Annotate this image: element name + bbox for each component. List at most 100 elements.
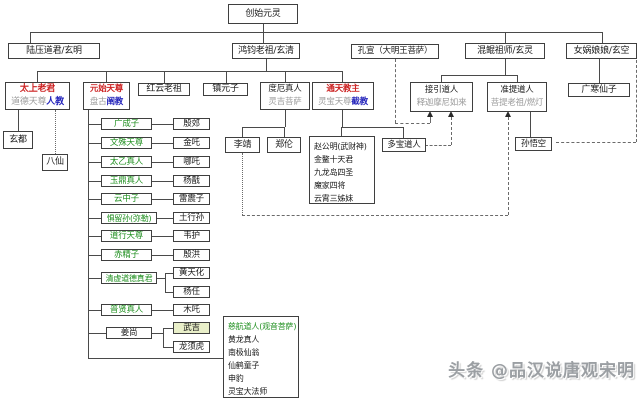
node-label: 多宝道人 <box>387 139 421 150</box>
node-tuxingsun: 土行孙 <box>173 212 210 224</box>
node-yunzhongzi: 云中子 <box>101 193 152 205</box>
connector-line <box>88 255 101 256</box>
node-label: 姜尚 <box>120 327 138 338</box>
connector-line <box>226 71 227 83</box>
connector-line <box>441 75 517 76</box>
node-label: 人教 <box>46 97 64 107</box>
connector-line <box>152 236 173 237</box>
connector-line <box>530 112 531 137</box>
node-guangchengzi: 广成子 <box>101 118 152 130</box>
node-label: 陆压道君/玄明 <box>26 45 82 56</box>
connector-line <box>430 117 431 123</box>
node-label: 太上老君 <box>19 84 56 94</box>
node-origin: 创始元灵 <box>228 4 298 24</box>
node-zhenglun: 郑伦 <box>267 137 301 153</box>
connector-line <box>263 24 264 43</box>
connector-line <box>451 117 452 145</box>
node-taishanglaojun: 太上老君道德天尊人教 <box>5 82 70 110</box>
connector-line <box>163 328 173 329</box>
node-zhenyuanzi: 镇元子 <box>203 83 248 96</box>
connector-line <box>165 273 166 292</box>
watermark-text: 头条 @品汉说唐观宋明 <box>448 361 635 381</box>
node-label: 魔家四将 <box>314 181 346 190</box>
node-label: 盘古 <box>89 97 107 107</box>
connector-line <box>88 143 101 144</box>
connector-line <box>395 59 396 123</box>
connector-line <box>242 215 508 216</box>
node-puxianzhenren: 普贤真人 <box>101 304 152 316</box>
connector-line <box>55 110 56 154</box>
node-label: 黄龙真人 <box>228 335 260 344</box>
connector-line <box>599 58 600 83</box>
arrow-up-icon <box>505 111 511 117</box>
node-duobaodaoren: 多宝道人 <box>382 138 426 152</box>
connector-line <box>266 58 267 71</box>
node-jinzha: 金吒 <box>173 137 210 149</box>
node-hunkun: 混鲲祖师/玄灵 <box>465 43 545 59</box>
node-label: 普贤真人 <box>109 304 144 315</box>
node-muzha: 木吒 <box>173 304 210 316</box>
node-yangren: 杨任 <box>173 286 210 298</box>
connector-line <box>164 71 165 83</box>
node-label: 女娲娘娘/玄空 <box>573 45 630 56</box>
node-label: 慈航道人(观音菩萨) <box>228 322 297 331</box>
node-label: 武吉 <box>183 322 200 333</box>
connector-line <box>88 310 101 311</box>
node-label: 雷震子 <box>179 193 204 204</box>
node-label: 仙鹤童子 <box>228 361 260 370</box>
node-label: 道行天尊 <box>109 230 144 241</box>
node-label: 韦护 <box>183 230 200 241</box>
node-label: 金吒 <box>183 137 200 148</box>
connector-line <box>152 255 173 256</box>
node-label: 道德天尊 <box>11 97 47 107</box>
connector-line <box>88 333 106 334</box>
connector-line <box>242 127 284 128</box>
node-label: 阐教 <box>106 97 124 107</box>
node-label: 文殊天尊 <box>109 137 144 148</box>
connector-line <box>37 71 38 82</box>
connector-line <box>88 181 101 182</box>
connector-line <box>88 358 223 359</box>
connector-line <box>242 153 243 215</box>
connector-line <box>30 32 31 43</box>
node-sunwukong: 孙悟空 <box>515 137 552 151</box>
arrow-up-icon <box>448 111 454 117</box>
node-jiangshang: 姜尚 <box>106 327 152 339</box>
connector-line <box>425 145 451 146</box>
node-label: 申豹 <box>228 374 244 383</box>
node-luya: 陆压道君/玄明 <box>8 43 100 59</box>
connector-line <box>395 123 430 124</box>
connector-line <box>157 278 165 279</box>
connector-line <box>341 127 342 136</box>
node-nezha: 哪吒 <box>173 156 210 168</box>
connector-line <box>37 71 342 72</box>
node-label: 截教 <box>351 97 368 107</box>
connector-line <box>88 278 101 279</box>
node-label: 杨戬 <box>183 175 200 186</box>
node-label: 九龙岛四圣 <box>314 168 353 177</box>
connector-line <box>88 218 101 219</box>
node-wuji: 武吉 <box>173 322 210 334</box>
connector-line <box>88 162 101 163</box>
node-hongjun: 鸿钧老祖/玄清 <box>232 43 300 59</box>
node-zhaogongming-list: 赵公明(武财神)金鳌十天君九龙岛四圣魔家四将云霄三姊妹 <box>309 136 375 204</box>
node-label: 八仙 <box>46 157 64 167</box>
node-duezhenren: 度厄真人灵吉菩萨 <box>260 82 310 110</box>
node-label: 土行孙 <box>179 212 204 223</box>
node-label: 木吒 <box>183 304 200 315</box>
node-juliusun: 惧留孙(弥勒) <box>101 212 157 224</box>
connector-line <box>88 199 101 200</box>
node-label: 元始天尊 <box>89 84 124 94</box>
node-guanghanxianzi: 广寒仙子 <box>568 83 630 97</box>
connector-line <box>152 124 173 125</box>
node-label: 通天教主 <box>326 84 360 94</box>
connector-line <box>342 71 343 82</box>
node-xuandu: 玄都 <box>3 131 33 149</box>
node-label: 准提道人 <box>500 85 534 95</box>
connector-line <box>342 110 343 127</box>
node-label: 南极仙翁 <box>228 348 260 357</box>
node-label: 广寒仙子 <box>581 84 617 95</box>
node-label: 郑伦 <box>275 139 293 150</box>
connector-line <box>152 199 173 200</box>
node-label: 鸿钧老祖/玄清 <box>238 45 294 56</box>
